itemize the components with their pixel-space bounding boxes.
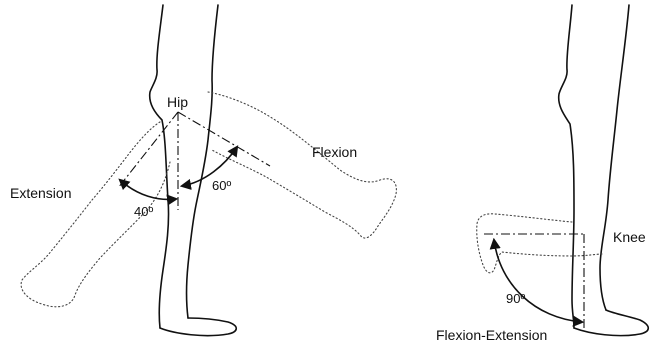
hip-extension-axis	[118, 112, 178, 188]
flexed-lower-leg-outline	[477, 214, 602, 273]
knee-angle-label: 90º	[506, 291, 525, 306]
flexion-extension-label: Flexion-Extension	[436, 327, 547, 343]
knee-panel: Knee 90º Flexion-Extension	[436, 5, 648, 343]
flexion-angle-label: 60º	[212, 178, 231, 193]
hip-panel: Hip Flexion Extension 60º 40º	[10, 5, 396, 336]
flexed-leg-outline	[208, 92, 396, 238]
knee-foot	[574, 310, 648, 336]
knee-label: Knee	[613, 229, 646, 245]
standing-leg-back-contour	[150, 5, 169, 328]
flexion-label: Flexion	[312, 144, 357, 160]
standing-leg-front-contour	[187, 5, 219, 318]
hip-flexion-axis	[178, 112, 270, 166]
hip-label: Hip	[167, 94, 188, 110]
knee-leg-front-contour	[600, 5, 629, 310]
extension-angle-label: 40º	[134, 204, 153, 219]
standing-foot	[160, 318, 236, 336]
extension-label: Extension	[10, 185, 71, 201]
knee-standing-leg-outline	[559, 5, 649, 336]
standing-leg-outline	[150, 5, 237, 336]
knee-leg-back-contour	[559, 5, 574, 328]
